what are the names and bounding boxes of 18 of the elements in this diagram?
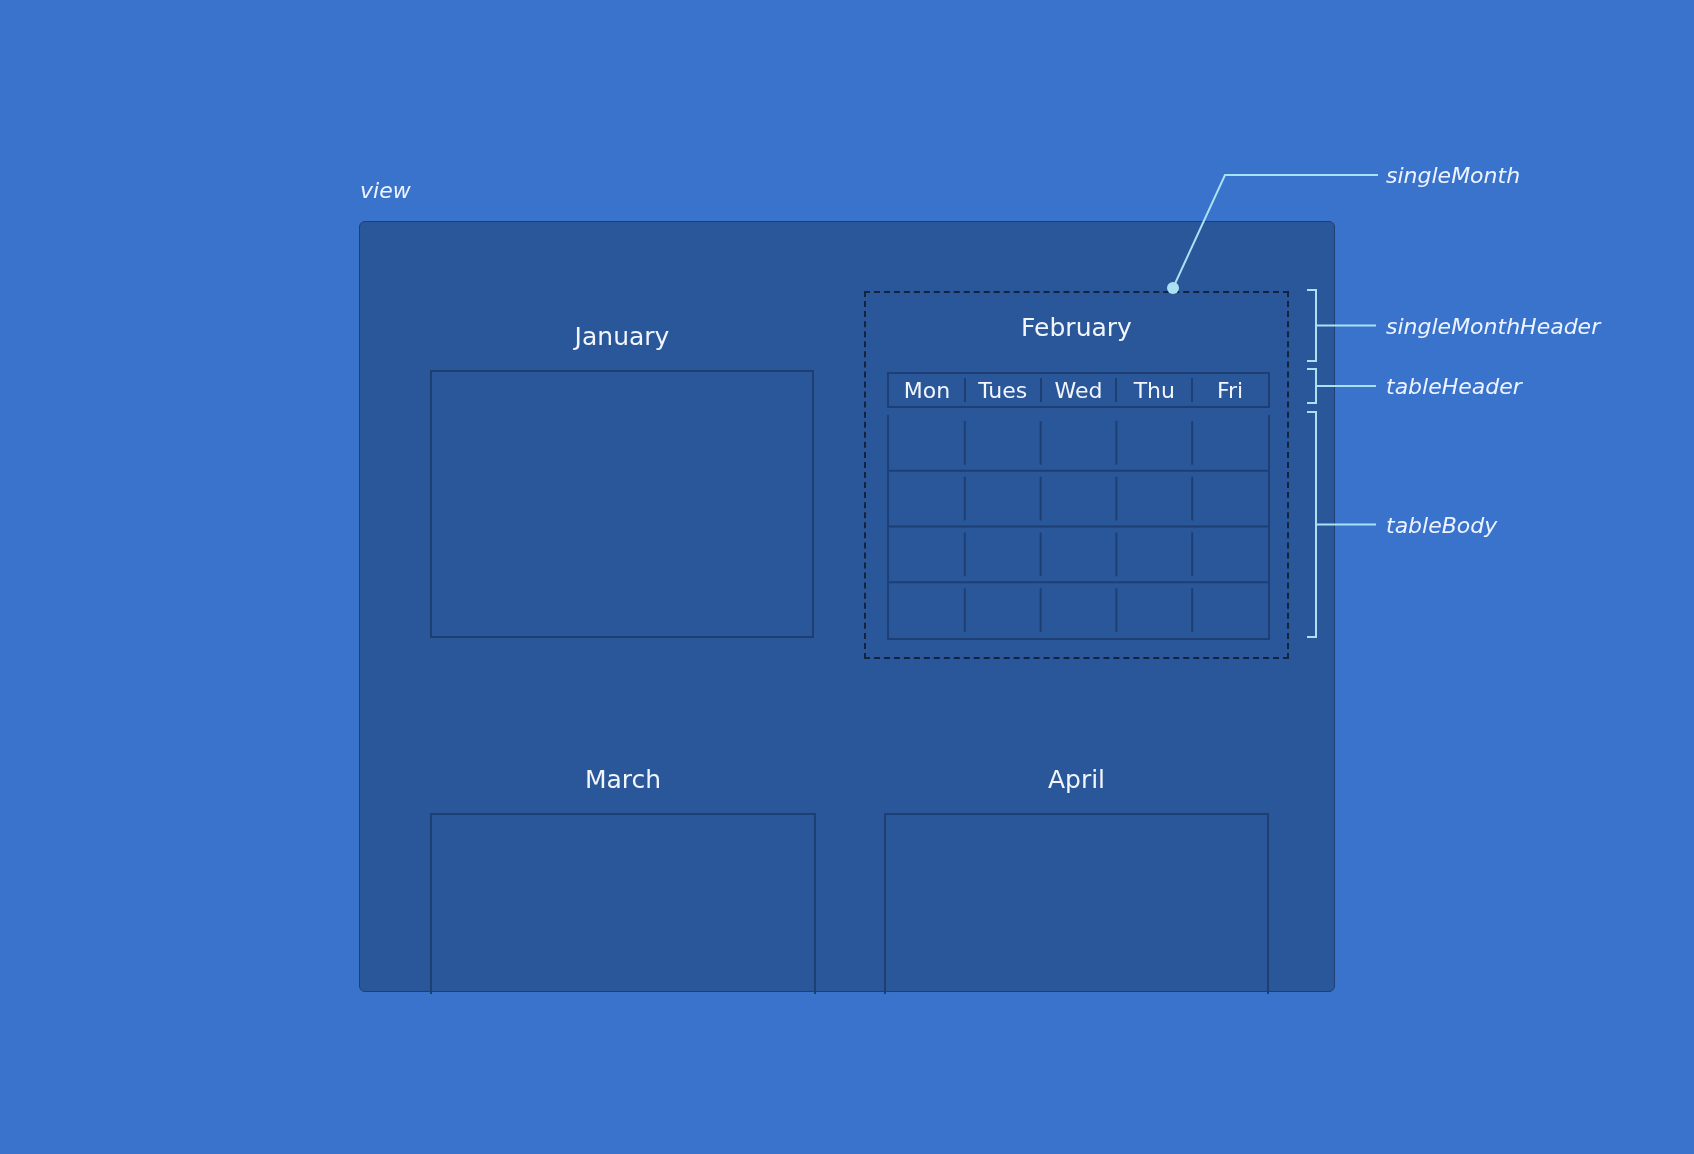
month-heading: February	[1020, 313, 1133, 342]
day-heading: Fri	[1217, 378, 1244, 403]
month-heading: January	[572, 322, 671, 351]
day-heading: Thu	[1133, 378, 1175, 403]
month-heading: April	[1046, 765, 1107, 794]
day-heading: Mon	[903, 378, 951, 403]
callout-text: singleMonth	[1386, 162, 1521, 188]
leader-line	[1167, 174, 1379, 294]
table-header-row	[887, 372, 1270, 408]
callout-text: tableHeader	[1386, 373, 1522, 399]
callout-text: singleMonthHeader	[1386, 313, 1601, 338]
month-heading: March	[583, 765, 663, 794]
frame-heading: view	[360, 178, 411, 203]
day-heading: Tues	[978, 378, 1028, 403]
table-grid	[887, 415, 1270, 640]
single-month-outline	[864, 291, 1289, 659]
day-heading: Wed	[1054, 378, 1103, 403]
callout-text: tableBody	[1386, 512, 1498, 537]
